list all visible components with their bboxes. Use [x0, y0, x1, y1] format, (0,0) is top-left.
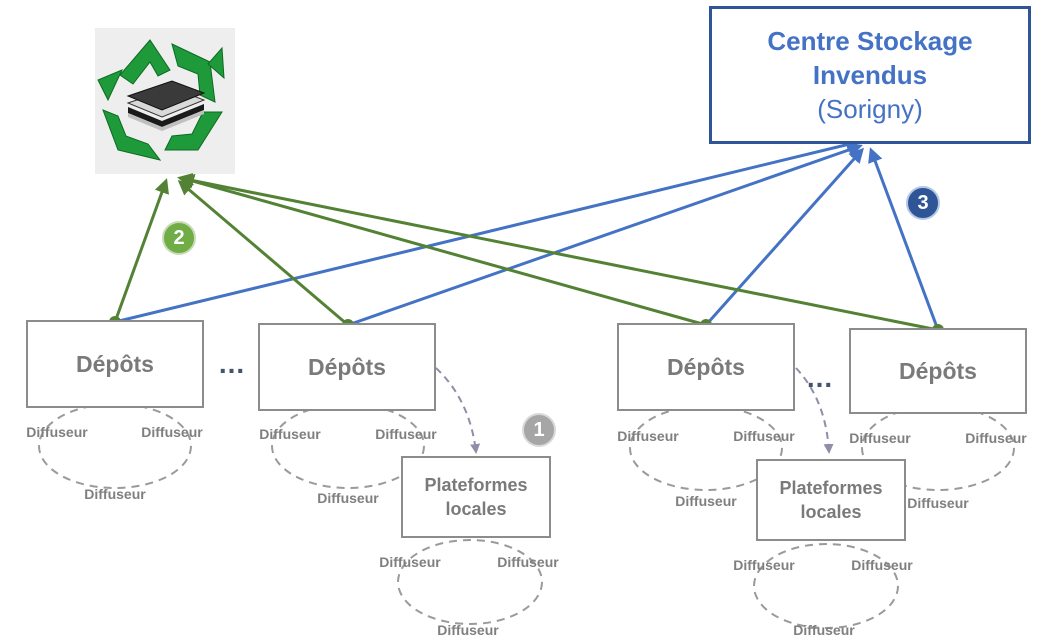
diffuseur-label: Diffuseur: [793, 622, 855, 638]
ellipsis-left: ...: [218, 348, 246, 379]
depot-box-1: Dépôts: [26, 320, 204, 408]
flow-depot1-to-centre: [114, 137, 861, 324]
flow-depot2-to-plateforme1: [435, 367, 481, 454]
flow-depot3-to-centre: [704, 147, 864, 326]
diffuseur-label: Diffuseur: [375, 426, 437, 442]
diffuseur-label: Diffuseur: [849, 430, 911, 446]
diffuseur-label: Diffuseur: [733, 557, 795, 573]
diffuseur-label: Diffuseur: [141, 424, 203, 440]
flow-depot4-to-recycle: [177, 173, 939, 332]
diffuseur-label: Diffuseur: [437, 622, 499, 638]
plateforme-label-line2: locales: [445, 499, 507, 519]
centre-title-line2: Invendus: [812, 60, 928, 90]
depot-box-4: Dépôts: [849, 328, 1027, 414]
step-1-badge: 1: [522, 413, 556, 447]
step-2-badge: 2: [162, 221, 196, 255]
diffuseur-label: Diffuseur: [851, 557, 913, 573]
flow-depot3-to-recycle: [179, 174, 707, 327]
centre-title-line1: Centre Stockage: [767, 26, 973, 56]
ellipsis-right: ...: [806, 362, 834, 393]
flow-depot2-to-centre: [347, 142, 863, 327]
recycle-icon: [97, 39, 225, 161]
diffuseur-label: Diffuseur: [733, 428, 795, 444]
diffuseur-label: Diffuseur: [497, 554, 559, 570]
diffuseur-label: Diffuseur: [379, 554, 441, 570]
flow-depot1-to-recycle: [113, 178, 169, 323]
flow-depot4-to-centre: [868, 147, 940, 331]
diffuseur-loop: [397, 539, 543, 625]
diffuseur-label: Diffuseur: [907, 495, 969, 511]
step-3-badge: 3: [906, 186, 940, 220]
depot-box-2: Dépôts: [258, 323, 436, 411]
diffuseur-label: Diffuseur: [84, 486, 146, 502]
diffuseur-label: Diffuseur: [317, 490, 379, 506]
centre-stockage-box: Centre Stockage Invendus (Sorigny): [709, 6, 1031, 144]
diffuseur-label: Diffuseur: [26, 424, 88, 440]
plateforme-box-2: Plateformes locales: [756, 459, 906, 541]
plateforme-label-line1: Plateformes: [424, 475, 528, 495]
plateforme-box-1: Plateformes locales: [401, 456, 551, 538]
diffuseur-loop: [38, 403, 192, 489]
diffuseur-loop: [753, 543, 899, 629]
diffuseur-label: Diffuseur: [617, 428, 679, 444]
paper-stack-icon: [126, 80, 206, 131]
diffuseur-label: Diffuseur: [675, 493, 737, 509]
centre-location: (Sorigny): [817, 94, 923, 124]
plateforme-label-line1: Plateformes: [779, 478, 883, 498]
plateforme-label-line2: locales: [800, 502, 862, 522]
flow-depot2-to-recycle: [177, 180, 349, 327]
diffuseur-label: Diffuseur: [965, 430, 1027, 446]
diffuseur-label: Diffuseur: [259, 426, 321, 442]
depot-box-3: Dépôts: [617, 323, 795, 411]
